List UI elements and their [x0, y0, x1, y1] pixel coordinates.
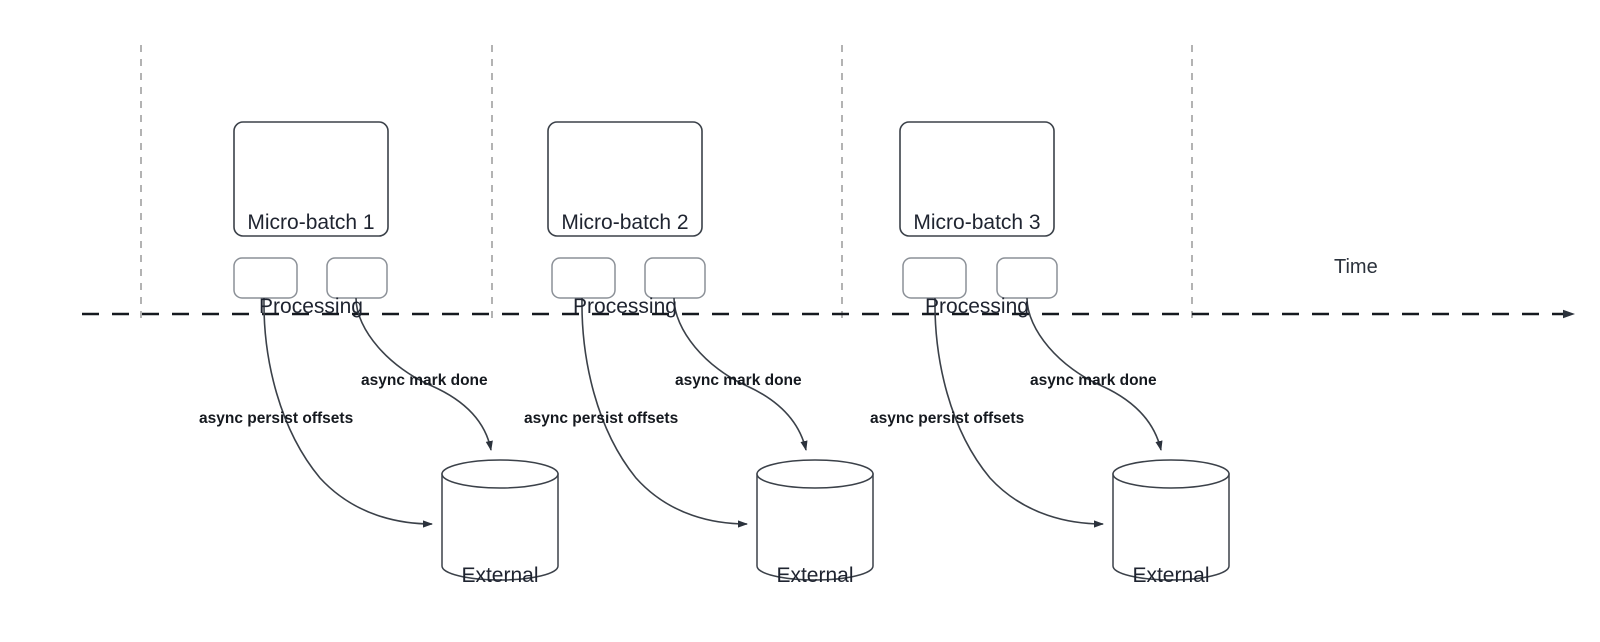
edge-mark-done-3 — [1026, 297, 1163, 451]
edge-persist-offsets-2 — [581, 297, 748, 528]
edge-label-mark-done-2: async mark done — [675, 372, 802, 389]
edge-persist-offsets-1 — [263, 297, 433, 528]
group-2 — [547, 121, 874, 581]
edge-label-persist-offsets-3: async persist offsets — [870, 410, 1025, 427]
micro-batch-3-box[interactable] — [899, 121, 1055, 237]
group-1 — [233, 121, 559, 581]
task-box-markdone-1[interactable] — [326, 257, 388, 299]
edge-mark-done-1 — [355, 297, 493, 451]
edge-label-mark-done-3: async mark done — [1030, 372, 1157, 389]
edge-label-persist-offsets-1: async persist offsets — [199, 410, 354, 427]
edge-persist-offsets-3 — [934, 297, 1104, 528]
edge-label-mark-done-1: async mark done — [361, 372, 488, 389]
guide-lines — [140, 45, 1193, 318]
edge-label-persist-offsets-2: async persist offsets — [524, 410, 679, 427]
external-storage-3[interactable] — [1112, 459, 1230, 581]
task-box-persist-2[interactable] — [551, 257, 616, 299]
task-box-markdone-3[interactable] — [996, 257, 1058, 299]
external-storage-1[interactable] — [441, 459, 559, 581]
task-box-markdone-2[interactable] — [644, 257, 706, 299]
micro-batch-1-box[interactable] — [233, 121, 389, 237]
external-storage-2[interactable] — [756, 459, 874, 581]
time-axis-label: Time — [1334, 256, 1378, 278]
group-3 — [899, 121, 1230, 581]
edge-mark-done-2 — [673, 297, 808, 451]
task-box-persist-1[interactable] — [233, 257, 298, 299]
micro-batch-2-box[interactable] — [547, 121, 703, 237]
task-box-persist-3[interactable] — [902, 257, 967, 299]
